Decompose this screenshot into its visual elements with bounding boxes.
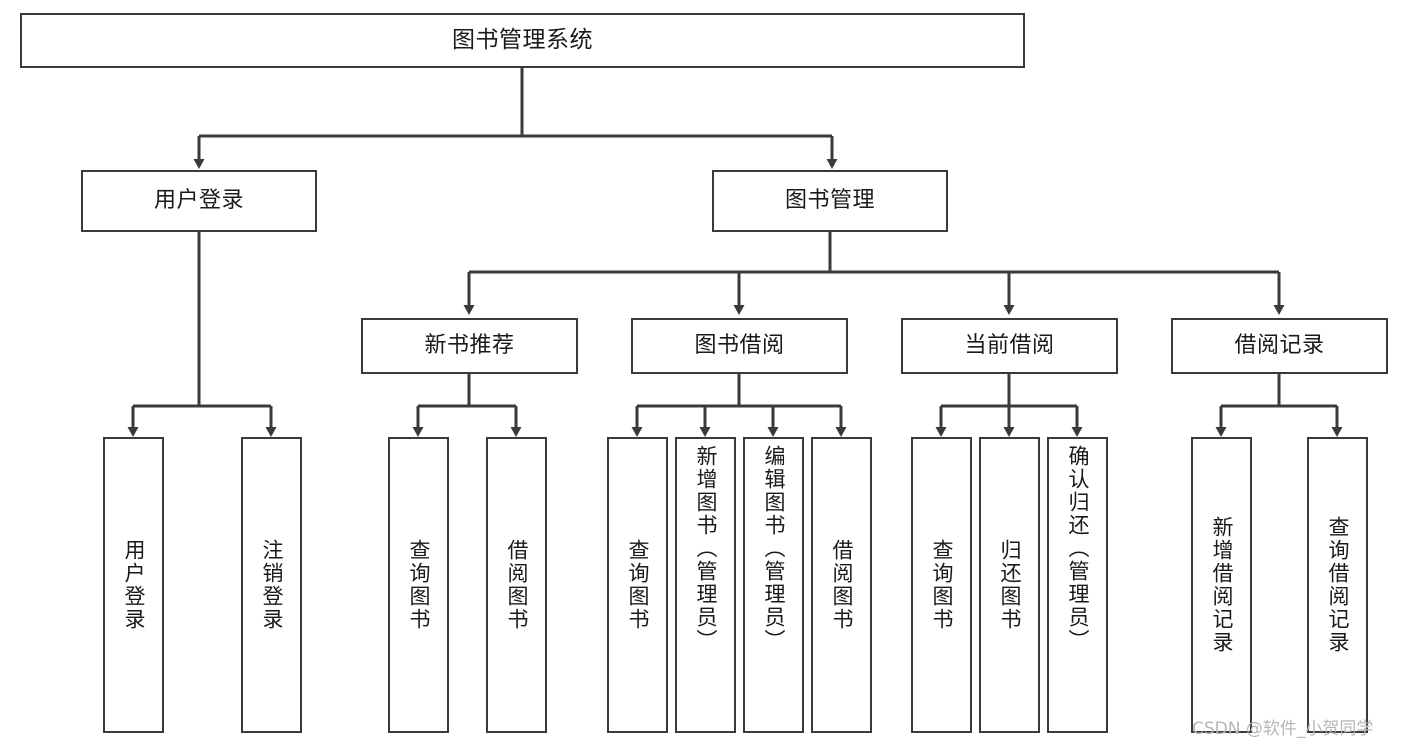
node-leaf-logout-login-label: 注销登录 bbox=[259, 539, 284, 631]
node-leaf-query-book-3[interactable]: 查询图书 bbox=[911, 437, 972, 733]
node-book-management-label: 图书管理 bbox=[784, 187, 875, 213]
node-leaf-borrow-book-2-label: 借阅图书 bbox=[829, 539, 854, 631]
node-book-borrow[interactable]: 图书借阅 bbox=[631, 318, 848, 374]
node-new-book-recommend[interactable]: 新书推荐 bbox=[361, 318, 578, 374]
node-leaf-edit-book[interactable]: 编辑图书（管理员） bbox=[743, 437, 804, 733]
node-leaf-add-record-label: 新增借阅记录 bbox=[1209, 516, 1234, 654]
node-current-borrow[interactable]: 当前借阅 bbox=[901, 318, 1118, 374]
watermark-text: CSDN @软件_小贺同学 bbox=[1192, 719, 1374, 739]
node-leaf-return-book-label: 归还图书 bbox=[997, 539, 1022, 631]
node-leaf-query-book-1[interactable]: 查询图书 bbox=[388, 437, 449, 733]
node-leaf-add-record[interactable]: 新增借阅记录 bbox=[1191, 437, 1252, 733]
node-leaf-edit-book-label: 编辑图书（管理员） bbox=[761, 445, 786, 652]
node-root[interactable]: 图书管理系统 bbox=[20, 13, 1025, 68]
node-leaf-borrow-book-1-label: 借阅图书 bbox=[504, 539, 529, 631]
node-book-management[interactable]: 图书管理 bbox=[712, 170, 948, 232]
node-leaf-user-login[interactable]: 用户登录 bbox=[103, 437, 164, 733]
node-book-borrow-label: 图书借阅 bbox=[694, 332, 785, 358]
node-borrow-record[interactable]: 借阅记录 bbox=[1171, 318, 1388, 374]
node-root-label: 图书管理系统 bbox=[452, 26, 593, 53]
node-current-borrow-label: 当前借阅 bbox=[964, 332, 1055, 358]
node-leaf-query-book-2-label: 查询图书 bbox=[625, 539, 650, 631]
node-leaf-confirm-return[interactable]: 确认归还（管理员） bbox=[1047, 437, 1108, 733]
node-leaf-add-book-label: 新增图书（管理员） bbox=[693, 445, 718, 652]
node-leaf-confirm-return-label: 确认归还（管理员） bbox=[1065, 445, 1090, 652]
node-borrow-record-label: 借阅记录 bbox=[1234, 332, 1325, 358]
node-leaf-return-book[interactable]: 归还图书 bbox=[979, 437, 1040, 733]
node-user-login-label: 用户登录 bbox=[153, 187, 244, 213]
node-user-login[interactable]: 用户登录 bbox=[81, 170, 317, 232]
node-leaf-query-record-label: 查询借阅记录 bbox=[1325, 516, 1350, 654]
node-new-book-recommend-label: 新书推荐 bbox=[424, 332, 515, 358]
node-leaf-logout-login[interactable]: 注销登录 bbox=[241, 437, 302, 733]
node-leaf-borrow-book-2[interactable]: 借阅图书 bbox=[811, 437, 872, 733]
node-leaf-add-book[interactable]: 新增图书（管理员） bbox=[675, 437, 736, 733]
node-leaf-borrow-book-1[interactable]: 借阅图书 bbox=[486, 437, 547, 733]
node-leaf-query-book-3-label: 查询图书 bbox=[929, 539, 954, 631]
node-leaf-user-login-label: 用户登录 bbox=[121, 539, 146, 631]
node-leaf-query-record[interactable]: 查询借阅记录 bbox=[1307, 437, 1368, 733]
node-leaf-query-book-1-label: 查询图书 bbox=[406, 539, 431, 631]
node-leaf-query-book-2[interactable]: 查询图书 bbox=[607, 437, 668, 733]
